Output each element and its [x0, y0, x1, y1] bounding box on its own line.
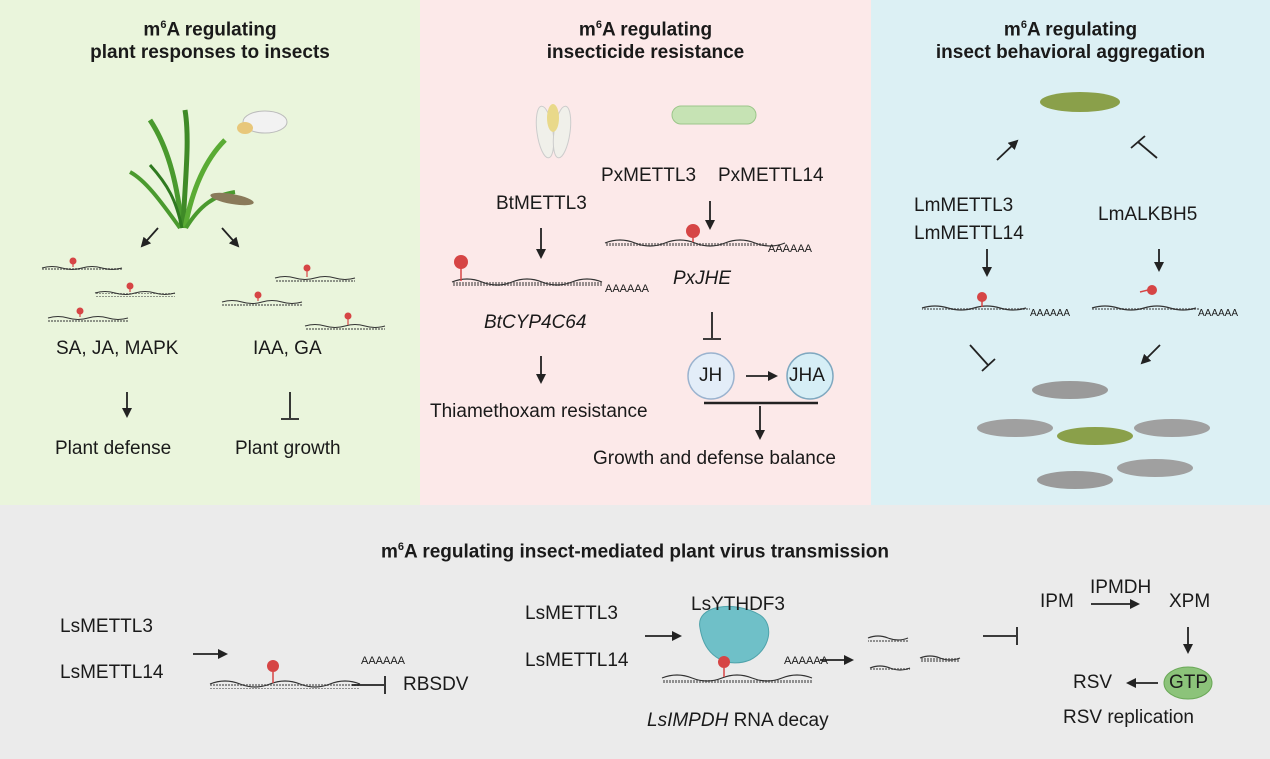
ls-polya-mid: AAAAAA: [784, 655, 829, 667]
lm-polya-left: AAAAAA: [1030, 308, 1071, 319]
arrow-to-defense-rna: [140, 227, 159, 248]
lsmettl14-mid-label: LsMETTL14: [525, 650, 629, 671]
whitefly-large-icon: [535, 104, 572, 159]
bt-polya: AAAAAA: [605, 283, 650, 295]
rna-set-right: [221, 276, 386, 330]
planthopper-icon: [210, 192, 254, 206]
panel4-title: m6A regulating insect-mediated plant vir…: [381, 541, 889, 563]
bt-rna: [451, 255, 603, 287]
px-rna: [604, 224, 786, 248]
xpm-label: XPM: [1169, 591, 1211, 612]
lm-rna-demethylated: [1091, 285, 1200, 312]
diamondback-moth-larva-icon: [671, 105, 757, 125]
lsimpdh-gene: LsIMPDH: [647, 710, 729, 731]
rice-plant-icon: [128, 109, 236, 230]
panel3-title: m6A regulating insect behavioral aggrega…: [935, 19, 1206, 64]
ls-polya-left: AAAAAA: [361, 655, 406, 667]
lm-rna-methylated: [921, 292, 1030, 312]
rsv-label: RSV: [1073, 672, 1113, 693]
locust-swarm-icon: [977, 381, 1210, 489]
m6a-marks-right: [254, 264, 352, 325]
arrow-to-gregarious: [1140, 344, 1161, 365]
rbsdv-label: RBSDV: [403, 674, 469, 695]
lsythdf3-label: LsYTHDF3: [691, 594, 785, 615]
arrow-to-growth-rna: [221, 227, 240, 248]
jha-label: JHA: [789, 365, 825, 386]
left-hormones-label: SA, JA, MAPK: [56, 338, 179, 359]
lsmettl14-left-label: LsMETTL14: [60, 662, 164, 683]
ls-rna-left: [209, 660, 361, 689]
lmmettl3-label: LmMETTL3: [914, 195, 1014, 216]
panel-virus-transmission: [0, 505, 1270, 759]
inhibit-jh: [703, 312, 721, 340]
rna-set-left: [41, 266, 176, 322]
thiamethoxam-resistance-label: Thiamethoxam resistance: [430, 401, 648, 422]
growth-defense-balance-label: Growth and defense balance: [593, 448, 836, 469]
inhibit-plant-growth: [281, 392, 299, 420]
m6a-marks-left: [69, 257, 134, 317]
panel-plant-responses: [0, 0, 420, 505]
inhibit-rbsdv: [352, 676, 386, 694]
lm-polya-right: AAAAAA: [1198, 308, 1239, 319]
panel2-title: m6A regulating insecticide resistance: [546, 19, 745, 64]
right-hormones-label: IAA, GA: [253, 338, 322, 359]
pxmettl14-label: PxMETTL14: [718, 165, 824, 186]
jh-label: JH: [699, 365, 723, 386]
btcyp4c64-gene-label: BtCYP4C64: [484, 312, 587, 333]
panel-behavioral-aggregation: [871, 0, 1270, 505]
rsv-replication-label: RSV replication: [1063, 707, 1194, 728]
plant-growth-label: Plant growth: [235, 438, 341, 459]
jha-circle: [786, 352, 834, 400]
gtp-bubble: [1163, 666, 1213, 700]
ipm-label: IPM: [1040, 591, 1074, 612]
lmmettl14-label: LmMETTL14: [914, 223, 1024, 244]
rna-decay-text: RNA decay: [728, 710, 829, 731]
btmettl3-label: BtMETTL3: [496, 193, 587, 214]
px-polya: AAAAAA: [768, 243, 813, 255]
lsmettl3-left-label: LsMETTL3: [60, 616, 153, 637]
panel-insecticide-resistance: [420, 0, 871, 505]
pxjhe-gene-label: PxJHE: [673, 268, 732, 289]
rna-fragments: [867, 635, 961, 672]
ipmdh-label: IPMDH: [1090, 577, 1152, 598]
locust-green-icon: [1040, 92, 1120, 112]
gtp-label: GTP: [1169, 672, 1209, 693]
inhibit-aggregation: [1130, 135, 1158, 159]
lsmettl3-mid-label: LsMETTL3: [525, 603, 618, 624]
plant-defense-label: Plant defense: [55, 438, 172, 459]
arrow-to-aggregation: [996, 139, 1019, 161]
pxmettl3-label: PxMETTL3: [601, 165, 697, 186]
jh-circle: [687, 352, 735, 400]
lsimpdh-decay-label: LsIMPDH RNA decay: [647, 710, 829, 732]
inhibit-ipmdh: [983, 627, 1018, 645]
panel1-title: m6A regulating plant responses to insect…: [90, 19, 330, 64]
lmalkbh5-label: LmALKBH5: [1098, 204, 1198, 225]
ls-rna-mid: [661, 656, 813, 683]
whitefly-icon: [237, 110, 288, 134]
inhibit-solitary: [969, 344, 996, 372]
